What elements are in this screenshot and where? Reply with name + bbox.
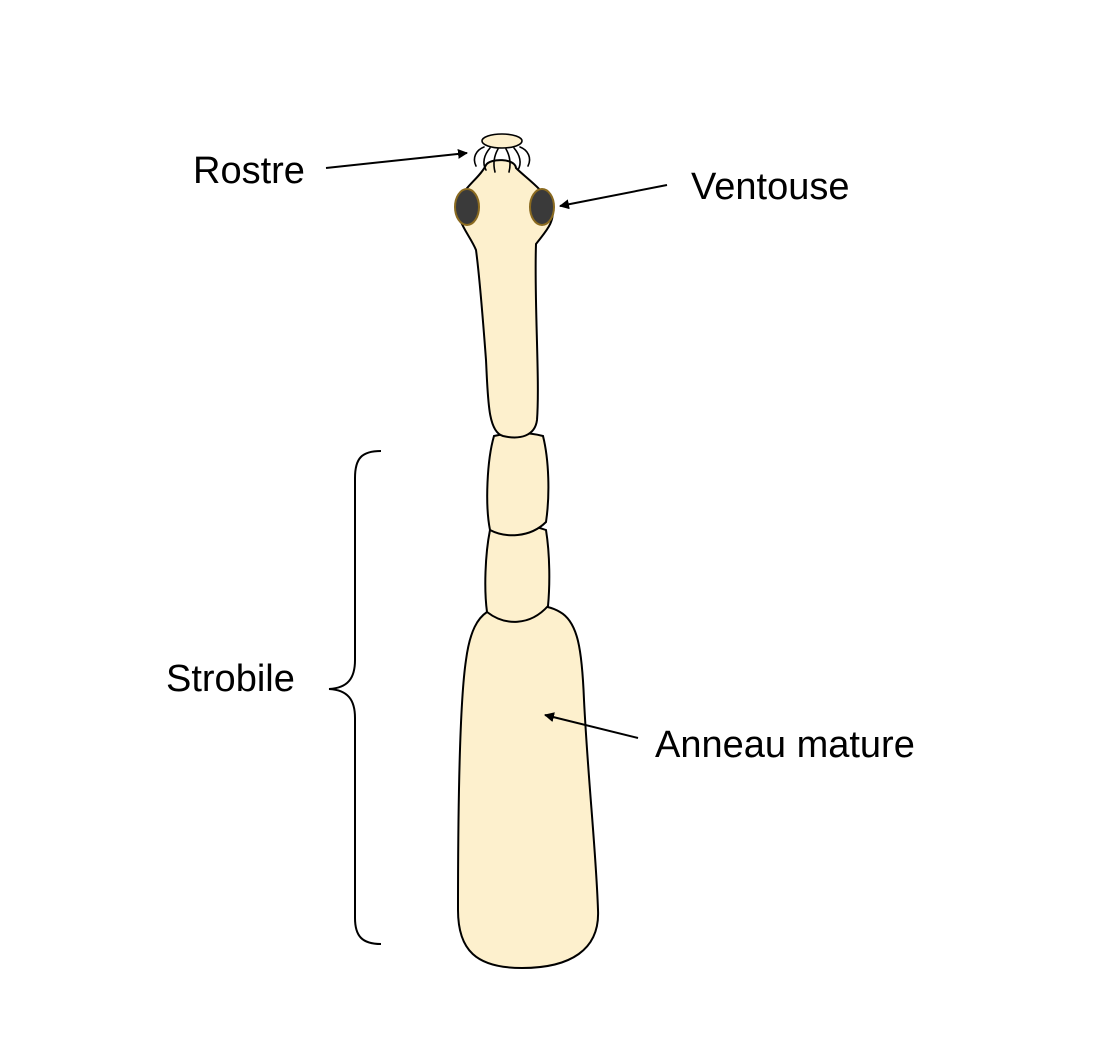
rostre-arrow <box>325 148 468 169</box>
ventouse-label: Ventouse <box>691 166 850 208</box>
immature-proglottid-1 <box>486 432 550 537</box>
strobile-label: Strobile <box>166 658 295 700</box>
ventouse-arrow <box>559 184 668 210</box>
immature-proglottid-2 <box>484 524 551 623</box>
sucker-right <box>529 188 555 226</box>
mature-proglottid <box>456 603 600 970</box>
strobile-brace <box>328 450 382 945</box>
anneau-mature-arrow <box>544 712 639 739</box>
rostrum-hooks <box>473 146 531 173</box>
anneau-mature-label: Anneau mature <box>655 724 915 766</box>
sucker-left <box>454 188 480 226</box>
rostre-label: Rostre <box>193 150 305 192</box>
rostrum-disc <box>481 133 523 149</box>
